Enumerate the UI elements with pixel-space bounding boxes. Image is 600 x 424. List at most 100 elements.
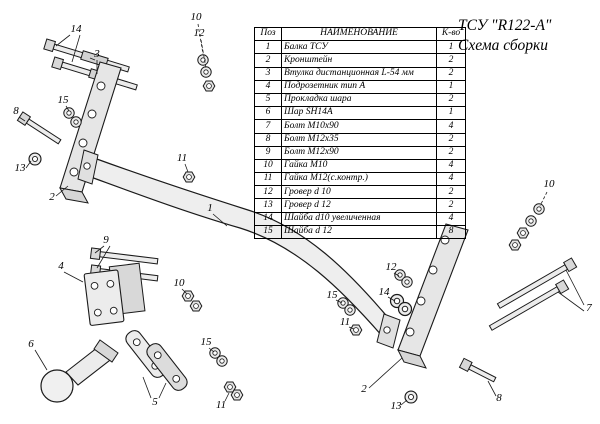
part-name: Гайка М12(с.контр.) bbox=[281, 172, 437, 187]
part-qty: 1 bbox=[436, 106, 466, 121]
part-qty: 8 bbox=[436, 224, 466, 240]
bolt-part bbox=[458, 357, 498, 385]
title-line2: Схема сборки bbox=[458, 37, 548, 55]
washer-part bbox=[197, 54, 209, 66]
ball-gasket-group bbox=[125, 330, 244, 401]
callout-1: 1 bbox=[207, 202, 213, 214]
callout-3: 3 bbox=[93, 48, 100, 60]
callout-8: 8 bbox=[496, 392, 502, 404]
bolt-part bbox=[16, 111, 63, 147]
part-pos: 4 bbox=[254, 79, 282, 94]
part-pos: 7 bbox=[254, 119, 282, 134]
part-name: Втулка дистанционная L-54 мм bbox=[281, 66, 437, 81]
col-header-pos: Поз bbox=[254, 26, 282, 42]
nut-part bbox=[508, 239, 522, 251]
part-name: Болт М10х90 bbox=[281, 119, 437, 134]
drawing-title: ТСУ "R122-A" Схема сборки bbox=[458, 16, 551, 56]
socket-plate-group bbox=[83, 247, 203, 326]
part-qty: 2 bbox=[436, 198, 466, 213]
large-washer-part bbox=[397, 301, 413, 317]
callout-10: 10 bbox=[544, 178, 556, 190]
part-name: Шайба d10 увеличенная bbox=[281, 211, 437, 226]
part-pos: 14 bbox=[254, 211, 282, 226]
top-hardware-stack bbox=[197, 54, 216, 92]
washer-part bbox=[216, 355, 228, 367]
part-name: Болт М12х35 bbox=[281, 132, 437, 147]
part-pos: 15 bbox=[254, 224, 282, 240]
callout-13: 13 bbox=[15, 162, 27, 174]
nut-part bbox=[516, 227, 530, 239]
part-pos: 10 bbox=[254, 158, 282, 174]
callout-11: 11 bbox=[177, 152, 187, 164]
col-header-name: НАИМЕНОВАНИЕ bbox=[281, 26, 437, 42]
nut-part bbox=[349, 324, 363, 336]
washer-part bbox=[533, 203, 545, 215]
tow-ball-part bbox=[40, 339, 119, 403]
part-name: Гровер d 12 bbox=[281, 198, 437, 213]
table-header-row: Поз НАИМЕНОВАНИЕ К-во bbox=[254, 26, 466, 42]
washer-part bbox=[70, 116, 82, 128]
nut-part bbox=[189, 300, 203, 312]
title-line1: ТСУ "R122-A" bbox=[458, 17, 552, 34]
part-qty: 2 bbox=[436, 145, 466, 160]
spring-washer-part bbox=[404, 390, 418, 404]
part-qty: 4 bbox=[436, 172, 466, 187]
part-qty: 2 bbox=[436, 185, 466, 200]
part-pos: 6 bbox=[254, 106, 282, 121]
nut-part bbox=[181, 290, 195, 302]
washer-part bbox=[200, 66, 212, 78]
part-qty: 4 bbox=[436, 158, 466, 174]
part-pos: 5 bbox=[254, 92, 282, 108]
part-qty: 1 bbox=[436, 40, 466, 55]
part-qty: 2 bbox=[436, 66, 466, 81]
callout-12: 12 bbox=[194, 27, 206, 39]
part-name: Гровер d 10 bbox=[281, 185, 437, 200]
callout-15: 15 bbox=[327, 289, 339, 301]
part-pos: 13 bbox=[254, 198, 282, 213]
callout-8: 8 bbox=[13, 105, 19, 117]
callout-10: 10 bbox=[191, 11, 203, 23]
part-name: Шар SH14A bbox=[281, 106, 437, 121]
callout-7: 7 bbox=[586, 302, 592, 314]
callout-2: 2 bbox=[49, 191, 55, 203]
part-pos: 8 bbox=[254, 132, 282, 147]
leader-lines bbox=[18, 23, 585, 406]
callout-4: 4 bbox=[58, 260, 64, 272]
socket-plate-part bbox=[83, 262, 146, 326]
part-name: Балка ТСУ bbox=[281, 40, 437, 55]
callout-15: 15 bbox=[58, 94, 70, 106]
callout-14: 14 bbox=[379, 286, 391, 298]
callout-6: 6 bbox=[28, 338, 34, 350]
left-bracket-part bbox=[59, 61, 122, 204]
beam-part bbox=[77, 149, 401, 349]
callout-9: 9 bbox=[103, 234, 109, 246]
washer-part bbox=[63, 107, 75, 119]
callout-15: 15 bbox=[201, 336, 213, 348]
part-qty: 4 bbox=[436, 119, 466, 134]
nut-part bbox=[202, 80, 216, 92]
part-name: Гайка М10 bbox=[281, 158, 437, 174]
part-pos: 12 bbox=[254, 185, 282, 200]
callout-2: 2 bbox=[361, 383, 367, 395]
part-pos: 11 bbox=[254, 172, 282, 187]
callout-labels: 10 14 3 12 8 15 13 2 11 1 9 4 10 6 5 15 … bbox=[13, 11, 592, 412]
part-name: Подрозетник тип А bbox=[281, 79, 437, 94]
part-name: Прокладка шара bbox=[281, 92, 437, 108]
part-pos: 2 bbox=[254, 53, 282, 68]
callout-14: 14 bbox=[71, 23, 83, 35]
